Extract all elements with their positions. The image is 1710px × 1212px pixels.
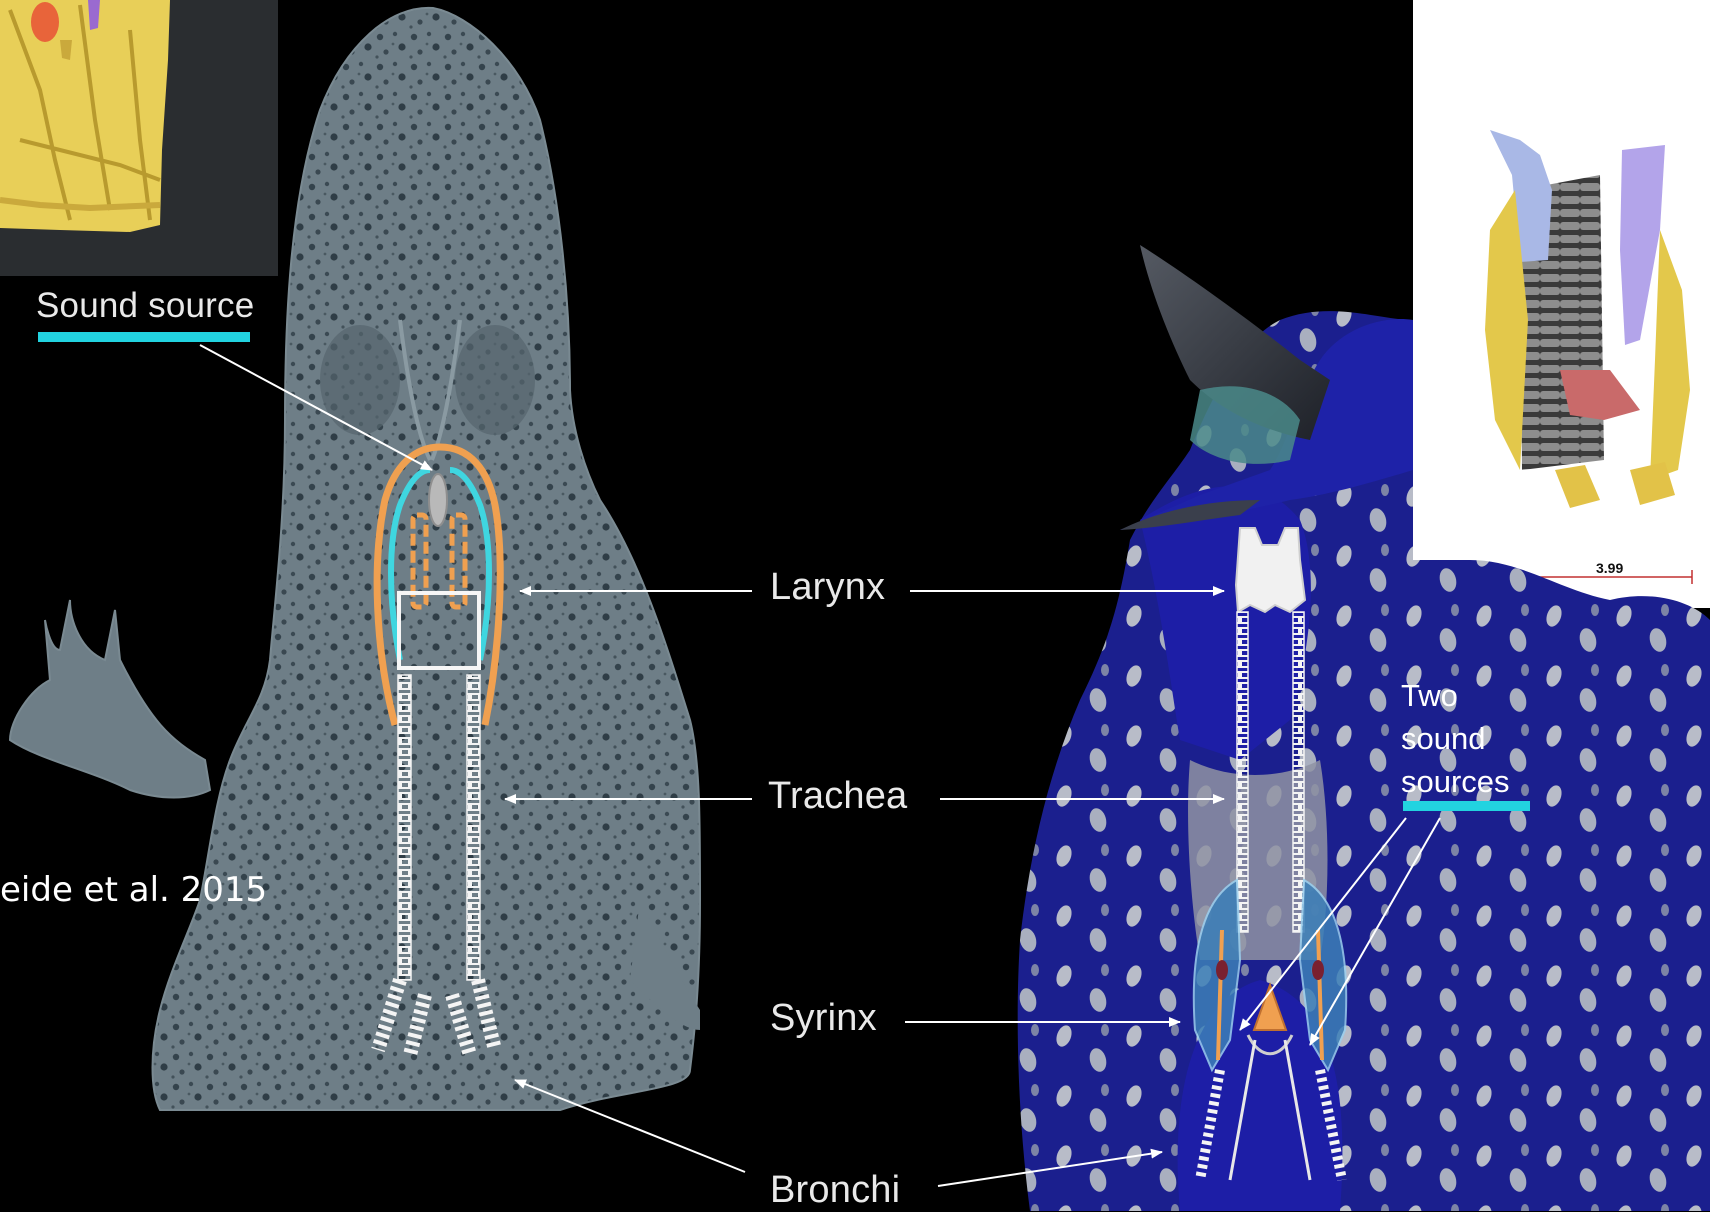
sound-source-label: Sound source	[36, 286, 254, 326]
scale-bar-value: 3.99	[1596, 560, 1623, 576]
larynx-label: Larynx	[770, 566, 885, 609]
syrinx-label: Syrinx	[770, 997, 877, 1040]
trachea-label: Trachea	[768, 775, 907, 818]
bronchi-label: Bronchi	[770, 1169, 900, 1212]
inset-3d-syrinx-model	[1413, 0, 1710, 608]
two-sound-sources-line-1: Two	[1401, 674, 1510, 717]
two-sound-sources-line-2: sound	[1401, 717, 1510, 760]
citation-text: eide et al. 2015	[0, 870, 267, 910]
two-sound-sources-label: Two sound sources	[1401, 674, 1510, 803]
inset-3d-model-top-left	[0, 0, 278, 276]
sound-source-highlight-bar	[38, 332, 250, 342]
two-sound-sources-line-3: sources	[1401, 760, 1510, 803]
